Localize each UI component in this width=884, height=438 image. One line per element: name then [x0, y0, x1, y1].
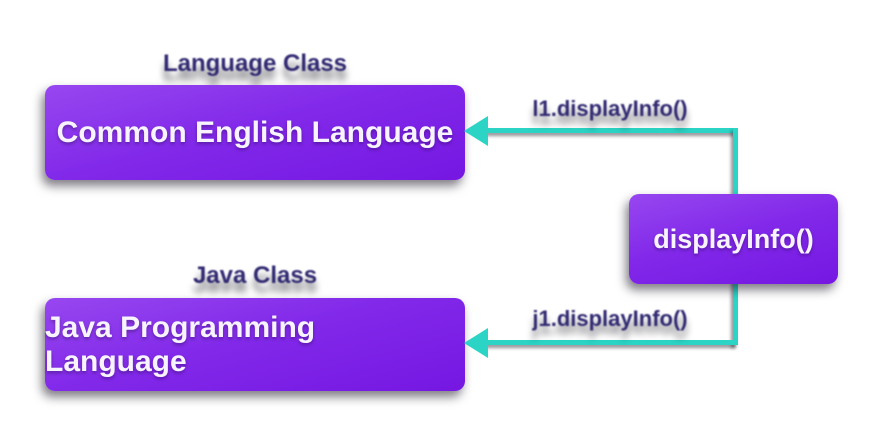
language-class-box: Common English Language — [45, 85, 465, 180]
language-class-caption: Language Class — [162, 50, 348, 77]
java-class-box: Java Programming Language — [45, 298, 465, 391]
language-call-label: l1.displayInfo() — [532, 96, 688, 121]
displayinfo-method-box: displayInfo() — [629, 194, 838, 284]
java-call-label: j1.displayInfo() — [532, 306, 688, 331]
arrow-left-icon — [464, 328, 488, 358]
bottom-connector-line — [483, 340, 737, 345]
java-class-caption: Java Class — [192, 262, 318, 289]
top-connector-line — [483, 128, 737, 133]
